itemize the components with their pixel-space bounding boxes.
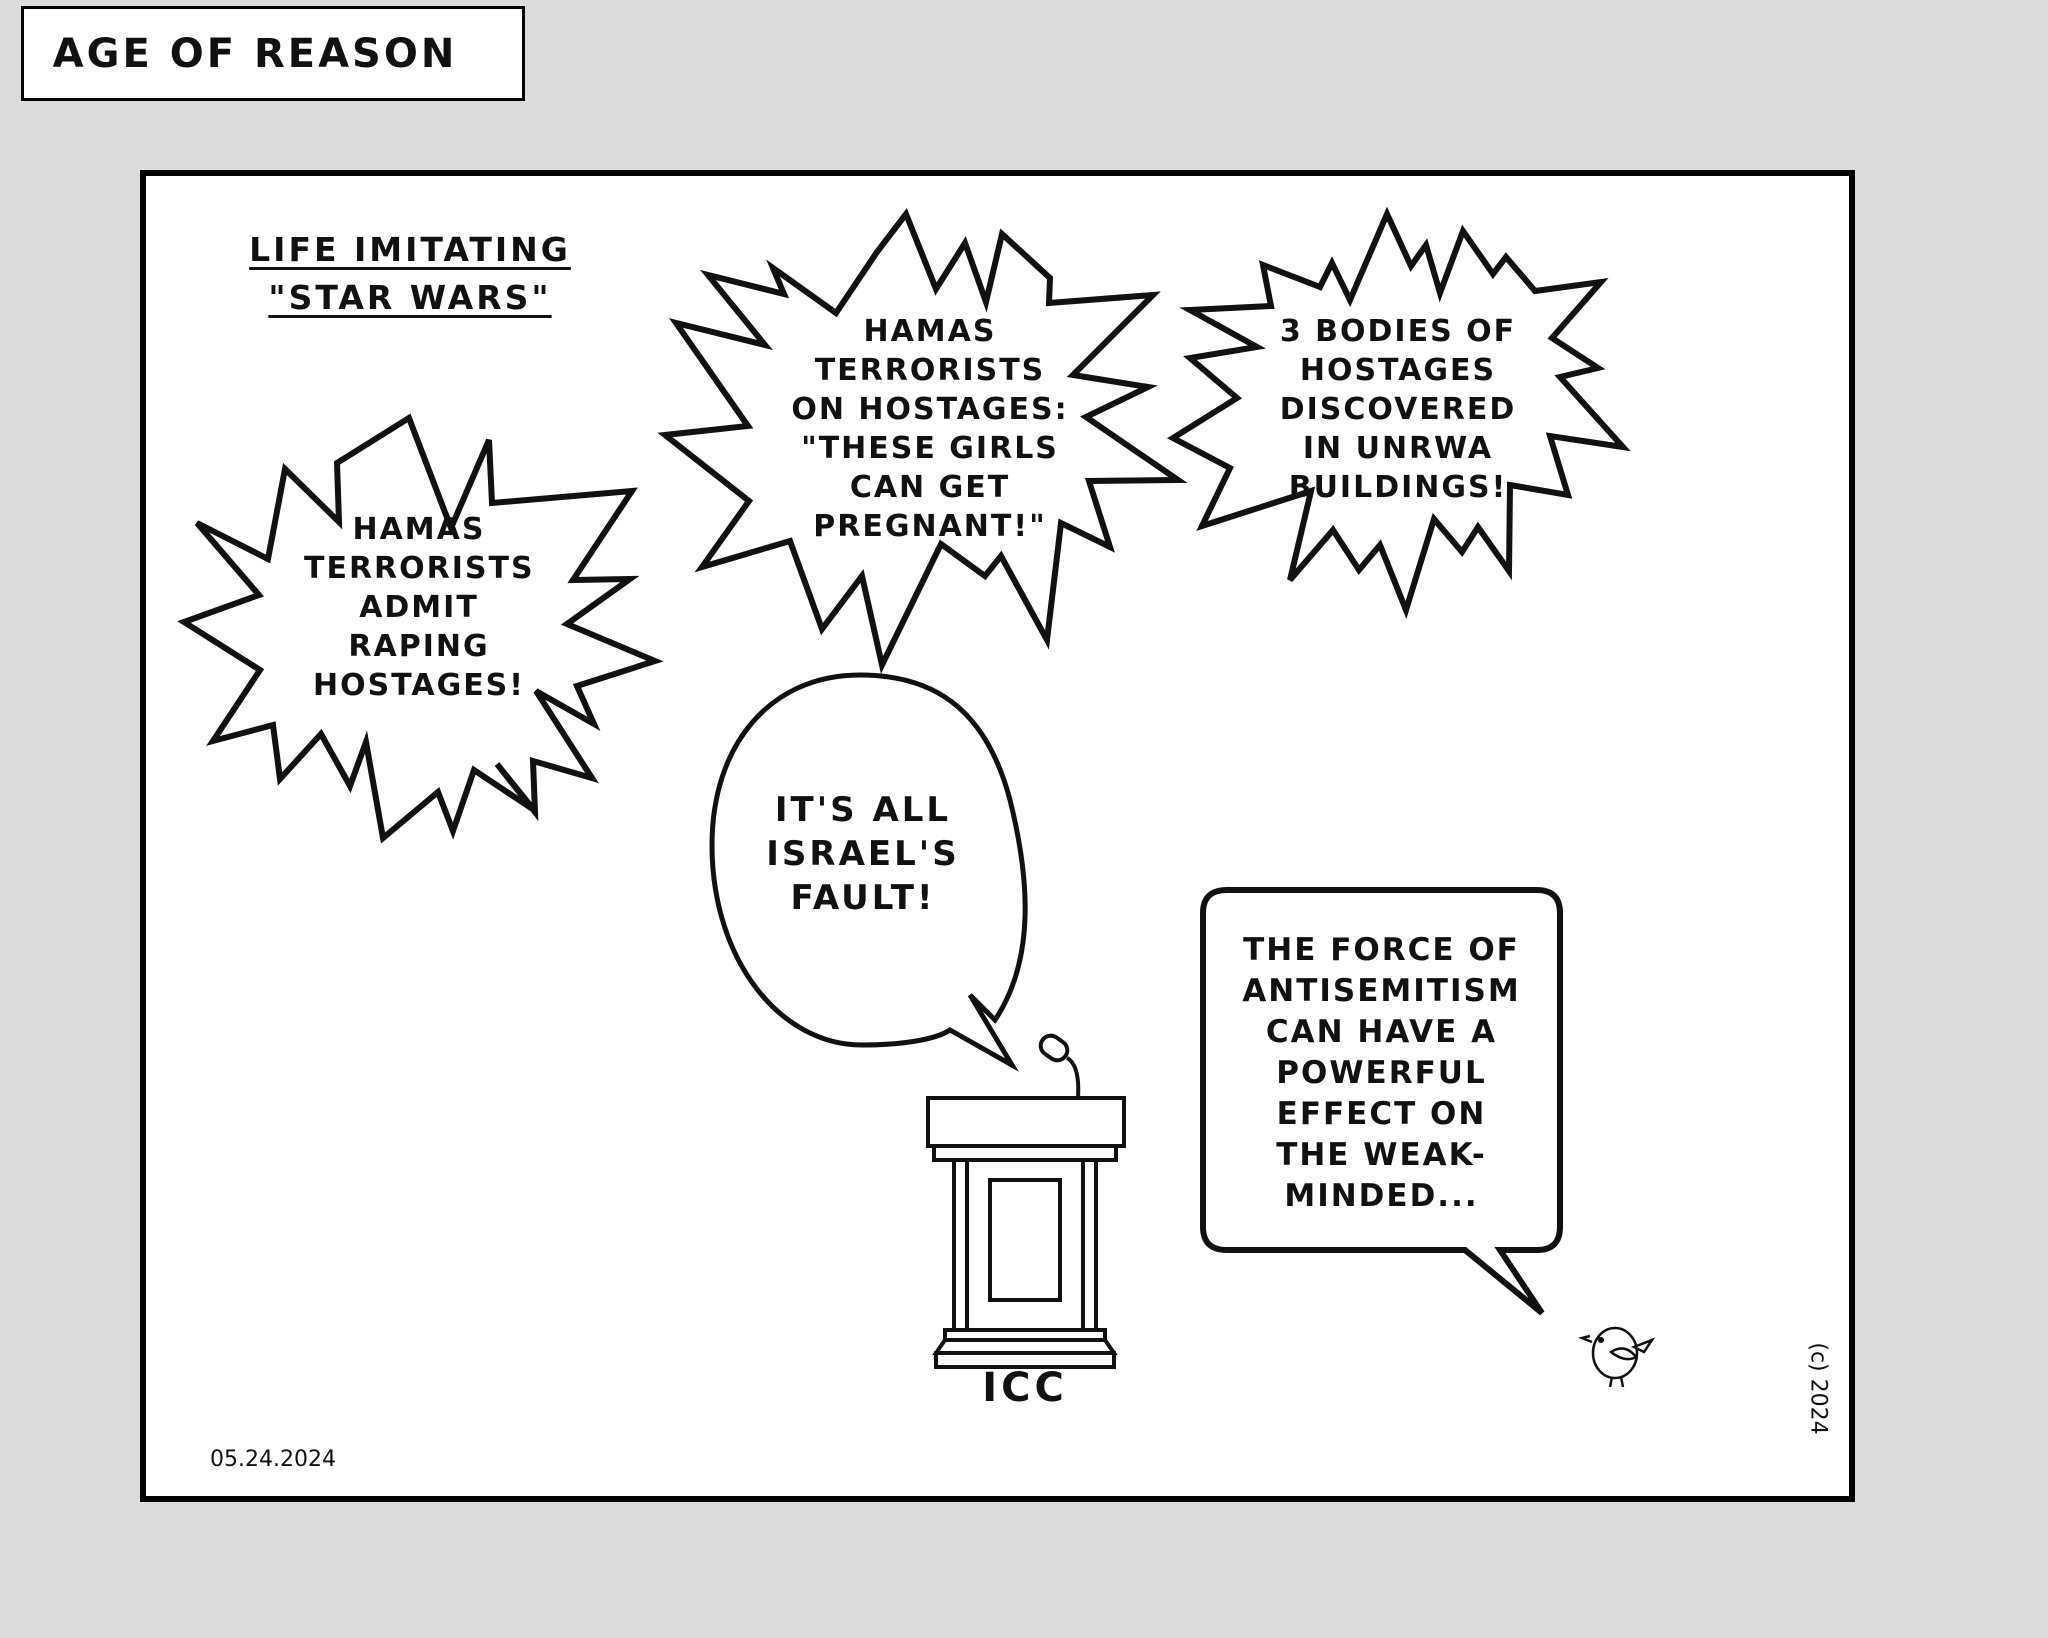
burst-right-text: 3 BODIES OF HOSTAGES DISCOVERED IN UNRWA… [1279, 314, 1517, 505]
speech-box-text: THE FORCE OF ANTISEMITISM CAN HAVE A POW… [1242, 932, 1521, 1214]
burst-left [177, 413, 664, 844]
podium-icon [926, 1096, 1126, 1369]
copyright-notice: (c) 2024 [1805, 1342, 1831, 1435]
comic-title-box: AGE OF REASON [21, 6, 525, 101]
speech-oval [709, 672, 1028, 1072]
speech-box [1200, 887, 1563, 1316]
comic-date: 05.24.2024 [210, 1447, 336, 1472]
burst-left-text: HAMAS TERRORISTS ADMIT RAPING HOSTAGES! [304, 512, 535, 703]
burst-middle-text: HAMAS TERRORISTS ON HOSTAGES: "THESE GIR… [791, 314, 1069, 544]
comic-heading: LIFE IMITATING "STAR WARS" [249, 230, 571, 317]
comic-title: AGE OF REASON [52, 30, 458, 77]
podium-label: ICC [982, 1365, 1068, 1411]
microphone-icon [1038, 1033, 1081, 1099]
burst-middle [657, 207, 1188, 675]
bird-icon [1577, 1326, 1656, 1388]
burst-right [1166, 206, 1631, 620]
speech-oval-text: IT'S ALL ISRAEL'S FAULT! [766, 790, 960, 918]
